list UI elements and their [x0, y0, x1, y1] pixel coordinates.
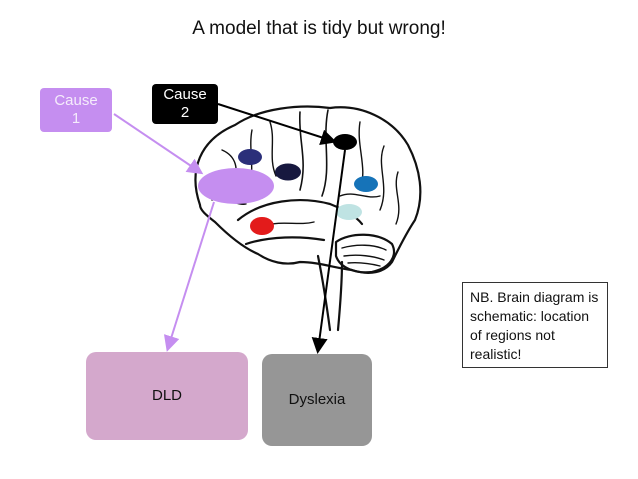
cause-1-label: Cause — [54, 92, 98, 109]
note-box: NB. Brain diagram is schematic: location… — [462, 282, 608, 368]
dyslexia-label: Dyslexia — [288, 391, 346, 408]
dyslexia-box: Dyslexia — [262, 354, 372, 446]
dld-label: DLD — [151, 387, 182, 404]
cause-2-label: Cause — [163, 86, 207, 103]
dld-box: DLD — [86, 352, 248, 440]
region-navy — [238, 149, 262, 165]
cause-1-number: 1 — [71, 110, 81, 127]
arrow-cause2-to-region — [217, 103, 337, 145]
region-light-blue — [336, 204, 362, 220]
cause-2-number: 2 — [180, 104, 190, 121]
arrow-region-to-dld — [163, 201, 215, 352]
cause-1-box: Cause 1 — [40, 88, 112, 132]
brain-outline — [194, 105, 422, 332]
cause-2-box: Cause 2 — [152, 84, 218, 124]
region-black — [333, 134, 357, 150]
region-red — [250, 217, 274, 235]
arrow-cause1-to-region — [113, 113, 204, 175]
region-lilac — [198, 168, 274, 204]
region-blue — [354, 176, 378, 192]
page-title: A model that is tidy but wrong! — [192, 18, 446, 39]
region-dark-navy — [275, 163, 301, 181]
arrow-region-to-dyslexia — [311, 149, 346, 354]
